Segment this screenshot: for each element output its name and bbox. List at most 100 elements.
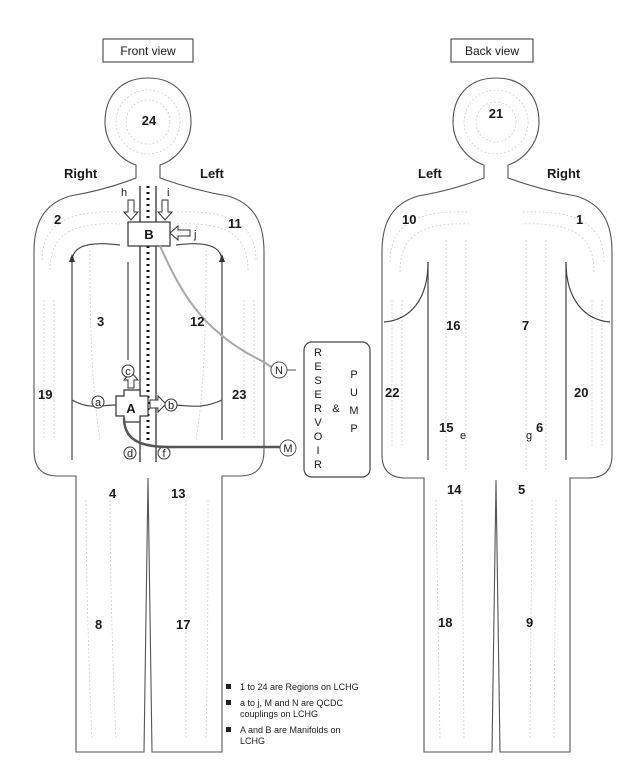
back-region-21: 21: [489, 106, 503, 121]
back-region-6: 6: [536, 420, 543, 435]
coupling-d-circle: [123, 446, 137, 460]
manifold-a: [115, 389, 149, 423]
coupling-c: c: [125, 366, 131, 378]
coupling-m: M: [283, 443, 292, 455]
bullet-icon: [226, 727, 231, 732]
pump-letter: M: [349, 405, 358, 417]
coupling-j: j: [193, 229, 196, 241]
front-region-11: 11: [228, 216, 242, 231]
back-right-shoulder-contour-2: [521, 223, 595, 273]
legend-item: 1 to 24 are Regions on LCHG: [226, 682, 366, 693]
coupling-n-circle: [270, 361, 288, 379]
back-region-7: 7: [522, 318, 529, 333]
manifold-a-label: A: [126, 401, 136, 416]
back-region-20: 20: [574, 385, 588, 400]
front-region-19: 19: [38, 387, 52, 402]
back-region-16: 16: [446, 318, 460, 333]
back-right-shoulder-contour: [521, 211, 605, 263]
reservoir-letter: V: [314, 417, 322, 429]
back-region-18: 18: [438, 615, 452, 630]
back-view: Back view Left Right 21 10 1 16 7 22 20: [381, 38, 613, 753]
back-side-right: Right: [547, 166, 581, 181]
reservoir-pump-box: [303, 341, 371, 478]
reservoir-letter: E: [314, 389, 321, 401]
front-region-24: 24: [142, 113, 157, 128]
legend-item: a to j, M and N are QCDC couplings on LC…: [226, 698, 366, 720]
reservoir-letter: O: [314, 431, 323, 443]
front-right-leg-contour-2: [109, 499, 117, 741]
front-region-13: 13: [171, 486, 185, 501]
back-region-10: 10: [402, 212, 416, 227]
coupling-m-circle: [279, 439, 297, 457]
legend-list: 1 to 24 are Regions on LCHG a to j, M an…: [226, 682, 366, 747]
front-view-title-box: [102, 38, 194, 63]
front-right-leg-contour: [85, 499, 93, 741]
front-view-title: Front view: [120, 44, 176, 58]
front-region-8: 8: [95, 617, 102, 632]
back-right-leg-contour: [529, 499, 533, 741]
front-side-right: Right: [64, 166, 98, 181]
back-left-shoulder-contour: [389, 211, 471, 263]
front-right-arrowhead: [69, 254, 75, 262]
front-right-shoulder-contour-2: [49, 223, 121, 271]
front-region-17: 17: [176, 617, 190, 632]
coupling-b-arrow: [149, 394, 167, 414]
back-view-title: Back view: [465, 44, 519, 58]
coupling-a: a: [95, 397, 102, 409]
coupling-b-circle: [164, 398, 178, 412]
back-head-contour-inner: [475, 101, 517, 143]
bullet-icon: [226, 700, 231, 705]
back-region-9: 9: [526, 615, 533, 630]
bullet-icon: [226, 684, 231, 689]
reservoir-letter: E: [314, 361, 321, 373]
coupling-c-circle: [121, 364, 135, 378]
pump-letter: P: [350, 369, 357, 381]
coupling-h: h: [121, 187, 127, 199]
front-left-arrowhead: [219, 254, 225, 262]
reservoir-letter: R: [314, 403, 322, 415]
reservoir-letter: I: [316, 445, 319, 457]
reservoir-letter: R: [314, 459, 322, 471]
manifold-b-label: B: [144, 227, 153, 242]
manifold-b: [127, 221, 171, 247]
back-body-outline: [381, 77, 613, 753]
legend-item-text: 1 to 24 are Regions on LCHG: [240, 682, 359, 692]
pump-letter: U: [350, 387, 358, 399]
coupling-n: N: [275, 365, 283, 377]
reservoir-pump: R E S E R V O I R & P U M P: [303, 341, 371, 478]
front-left-shoulder-contour-2: [175, 223, 249, 271]
back-coupling-e: e: [460, 430, 466, 442]
back-side-left: Left: [418, 166, 443, 181]
front-head-contour: [115, 89, 181, 155]
legend-item-text: a to j, M and N are QCDC couplings on LC…: [240, 698, 344, 719]
coupling-b: b: [168, 400, 174, 412]
back-left-leg-contour: [435, 499, 441, 741]
back-coupling-g: g: [526, 430, 532, 442]
back-region-14: 14: [447, 482, 462, 497]
front-side-left: Left: [200, 166, 225, 181]
back-left-shoulder-contour-2: [399, 223, 471, 273]
coupling-i: i: [167, 187, 169, 199]
coupling-h-arrow: [122, 199, 140, 221]
back-region-5: 5: [518, 482, 525, 497]
front-region-3: 3: [97, 314, 104, 329]
back-right-hook: [565, 261, 611, 323]
back-region-1: 1: [576, 212, 583, 227]
front-view: Front view B: [33, 38, 297, 753]
back-region-22: 22: [385, 385, 399, 400]
back-head-contour: [463, 89, 529, 155]
coupling-j-arrow: [169, 224, 191, 242]
front-region-4: 4: [109, 486, 117, 501]
coupling-i-arrow: [156, 199, 174, 221]
front-head-contour-inner: [125, 99, 171, 145]
legend: 1 to 24 are Regions on LCHG a to j, M an…: [226, 682, 366, 752]
reservoir-letter: S: [314, 375, 321, 387]
back-left-leg-contour-2: [461, 499, 465, 741]
coupling-d: d: [127, 448, 133, 460]
front-region-23: 23: [232, 387, 246, 402]
front-left-leg-contour-2: [205, 499, 209, 741]
pump-letter: P: [350, 423, 357, 435]
coupling-a-circle: [91, 395, 105, 409]
back-right-leg-contour-2: [553, 499, 557, 741]
